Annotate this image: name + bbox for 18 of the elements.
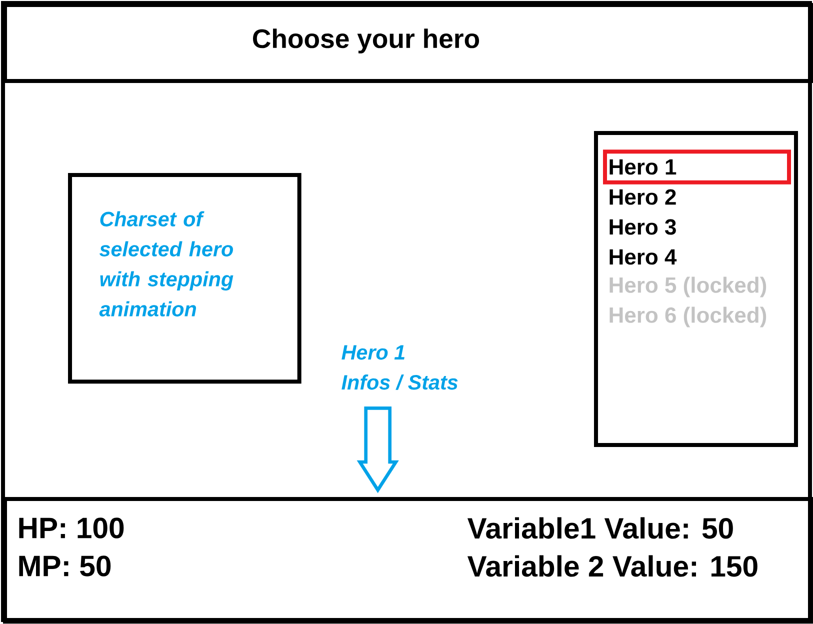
list-item: Hero 4 — [610, 249, 677, 265]
locked-list-item: Hero 5 (locked) — [610, 276, 766, 298]
charset-preview-box — [68, 173, 302, 384]
list-item: Hero 3 — [610, 219, 676, 235]
heading: Choose your hero — [253, 28, 480, 54]
info-label: Hero 1 Infos / Stats — [342, 345, 458, 390]
stat-text: Variable 2 Value: 150 — [467, 555, 758, 577]
block-arrow — [356, 406, 399, 494]
list-item: Hero 2 — [610, 189, 676, 205]
stat-text: MP: 50 — [19, 556, 111, 576]
stat-text: Variable1 Value: 50 — [467, 517, 733, 539]
header-bar — [3, 3, 813, 83]
stat-text: HP: 100 — [19, 518, 124, 538]
locked-list-item: Hero 6 (locked) — [610, 306, 766, 328]
preview-caption: Charset of selected hero with stepping animation — [99, 211, 234, 316]
hero-list-box — [594, 131, 798, 447]
stats-panel — [3, 497, 813, 624]
selected-list-item: Hero 1 — [603, 150, 791, 184]
